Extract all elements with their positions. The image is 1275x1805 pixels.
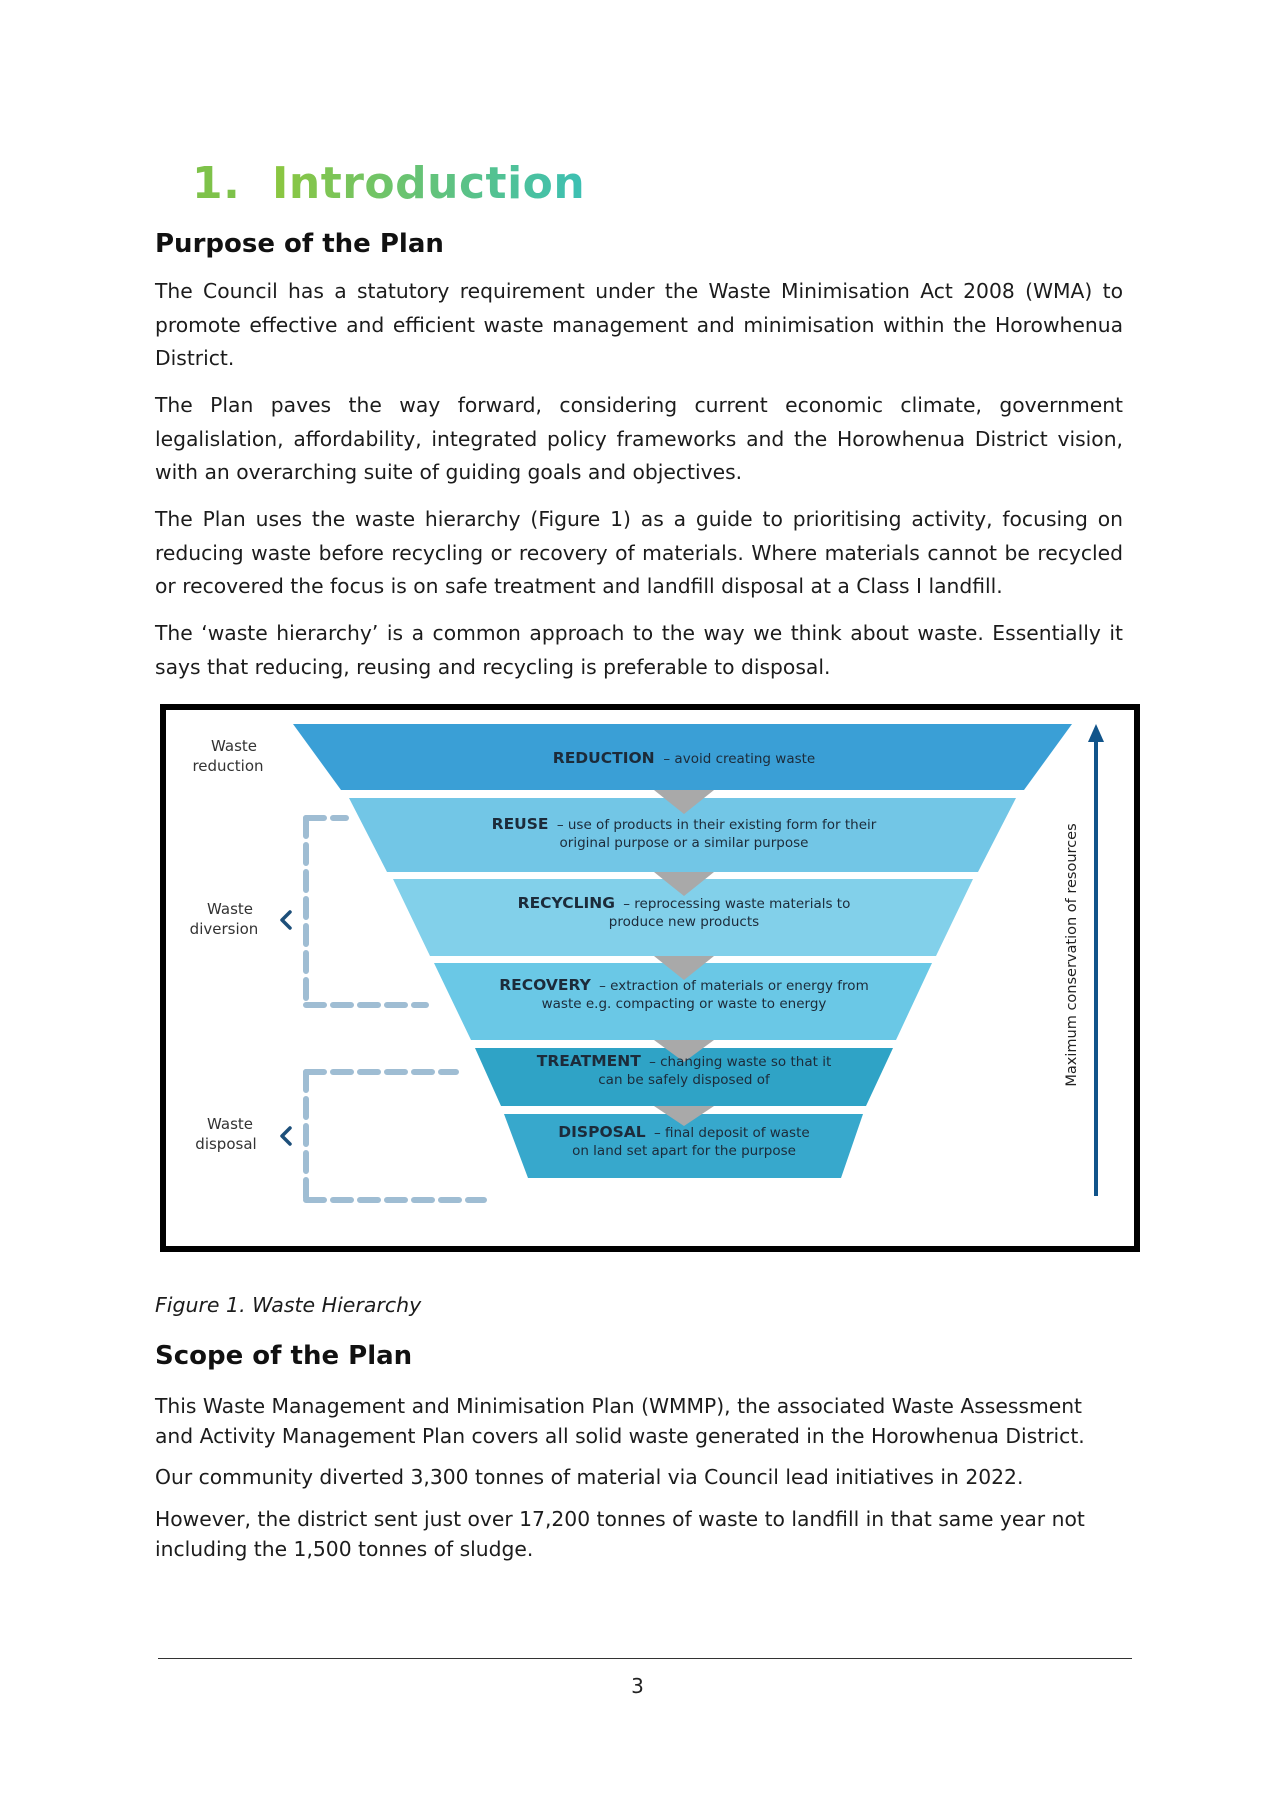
level-disposal-desc-1: – final deposit of waste	[654, 1125, 810, 1141]
scope-paragraph-1: This Waste Management and Minimisation P…	[155, 1394, 1085, 1448]
side-label-reduction-1: Waste	[211, 737, 257, 755]
section-number: 1.	[192, 158, 241, 209]
waste-hierarchy-diagram: REDUCTION – avoid creating waste REUSE –…	[190, 724, 1104, 1203]
purpose-paragraph-4: The ‘waste hierarchy’ is a common approa…	[155, 621, 1123, 679]
section-title: Introduction	[272, 158, 586, 209]
chevron-left-icon	[280, 1126, 292, 1146]
level-reuse-band	[349, 798, 1016, 872]
level-treatment-name: TREATMENT	[537, 1052, 641, 1070]
level-recovery-band	[434, 963, 932, 1040]
purpose-paragraph-3: The Plan uses the waste hierarchy (Figur…	[155, 507, 1123, 598]
notch-4	[654, 1040, 714, 1062]
level-disposal-name: DISPOSAL	[558, 1123, 645, 1141]
figure-caption: Figure 1. Waste Hierarchy	[155, 1293, 422, 1317]
level-recycling-name: RECYCLING	[518, 894, 615, 912]
level-recovery-desc-2: waste e.g. compacting or waste to energy	[542, 996, 827, 1012]
chevron-left-icon	[280, 910, 292, 930]
svg-text:REUSE – use of produ: REUSE – use of products in their existin…	[492, 815, 877, 833]
scope-paragraph-3: However, the district sent just over 17,…	[155, 1507, 1085, 1561]
side-label-disposal-1: Waste	[207, 1115, 253, 1133]
footer-divider	[158, 1658, 1132, 1659]
scope-paragraph-2: Our community diverted 3,300 tonnes of m…	[155, 1465, 1024, 1489]
section-heading: 1. Introduction	[192, 158, 585, 209]
side-label-reduction-2: reduction	[192, 757, 263, 775]
level-reduction-name: REDUCTION	[553, 749, 655, 767]
level-recycling-desc-2: produce new products	[609, 914, 759, 930]
svg-text:TREATMENT – changing: TREATMENT – changing waste so that it	[537, 1052, 832, 1070]
level-reuse-desc-2: original purpose or a similar purpose	[560, 835, 809, 851]
svg-text:RECYCLING – reproces: RECYCLING – reprocessing waste materials…	[518, 894, 851, 912]
waste-hierarchy-figure: REDUCTION – avoid creating waste REUSE –…	[160, 704, 1140, 1252]
level-recovery-name: RECOVERY	[499, 976, 591, 994]
notch-2	[654, 872, 714, 896]
level-disposal-desc-2: on land set apart for the purpose	[572, 1143, 796, 1159]
notch-3	[654, 956, 714, 980]
arrow-up-head-icon	[1088, 724, 1104, 742]
purpose-paragraph-2: The Plan paves the way forward, consider…	[155, 393, 1123, 484]
disposal-bracket	[303, 1069, 487, 1203]
page-number: 3	[631, 1674, 644, 1698]
level-recycling-desc-1: – reprocessing waste materials to	[623, 896, 850, 912]
level-treatment-band	[475, 1048, 893, 1106]
notch-1	[654, 790, 714, 814]
svg-text:RECOVERY – extractio: RECOVERY – extraction of materials or en…	[499, 976, 868, 994]
level-reduction-band	[293, 724, 1072, 790]
svg-text:DISPOSAL – final dep: DISPOSAL – final deposit of waste	[558, 1123, 809, 1141]
scope-heading: Scope of the Plan	[155, 1341, 413, 1371]
level-treatment-desc-1: – changing waste so that it	[649, 1054, 831, 1070]
purpose-paragraph-1: The Council has a statutory requirement …	[155, 279, 1123, 370]
level-disposal-band	[504, 1114, 863, 1178]
notch-5	[654, 1106, 714, 1126]
level-recovery-desc-1: – extraction of materials or energy from	[599, 978, 869, 994]
svg-text:REDUCTION – avoid cr: REDUCTION – avoid creating waste	[553, 749, 815, 767]
arrow-label: Maximum conservation of resources	[1064, 823, 1080, 1086]
level-reuse-desc-1: – use of products in their existing form…	[557, 817, 877, 833]
level-recycling-band	[393, 879, 973, 956]
side-label-disposal-2: disposal	[195, 1135, 256, 1153]
diversion-bracket	[303, 815, 429, 1008]
level-reuse-name: REUSE	[492, 815, 549, 833]
level-treatment-desc-2: can be safely disposed of	[598, 1072, 771, 1088]
side-label-diversion-2: diversion	[190, 920, 259, 938]
side-label-diversion-1: Waste	[207, 900, 253, 918]
purpose-heading: Purpose of the Plan	[155, 229, 444, 259]
level-reduction-desc: – avoid creating waste	[663, 751, 815, 767]
